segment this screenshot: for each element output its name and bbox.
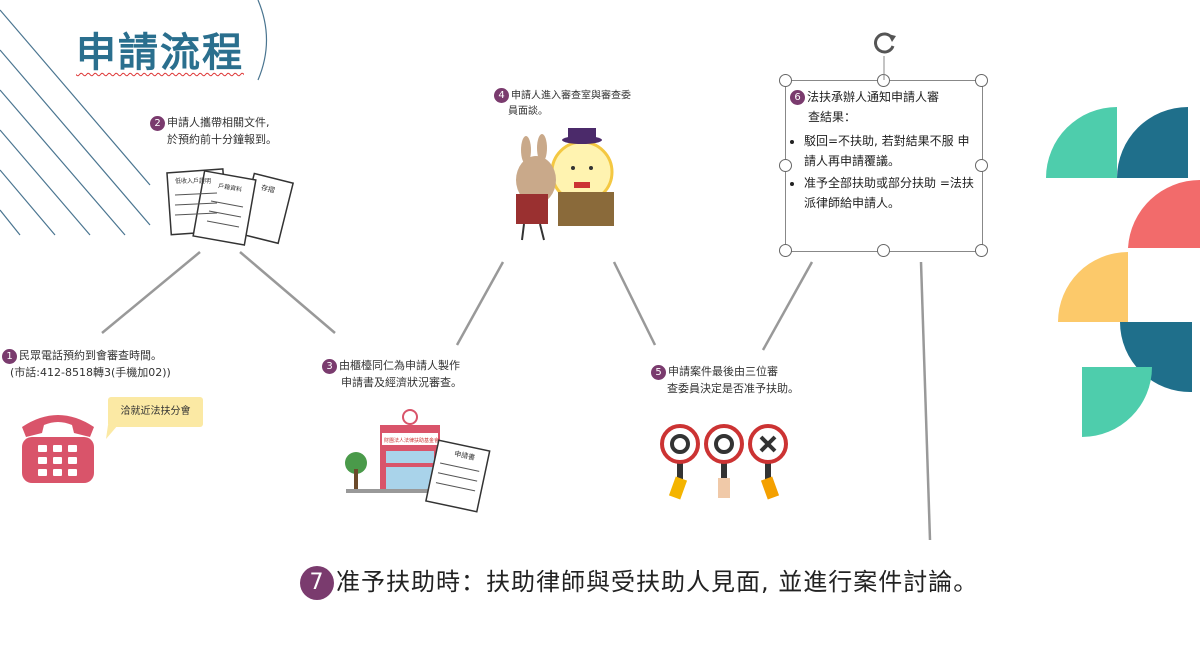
step-1-badge: 1	[2, 348, 17, 364]
interview-illustration	[516, 128, 614, 241]
diagonal-stripes	[0, 9, 151, 236]
step-5-badge: 5	[651, 364, 666, 380]
step-6-heading-1: 法扶承辦人通知申請人審	[807, 90, 940, 104]
step-1-line-2: (市話:412-8518轉3(手機加02))	[10, 366, 171, 379]
step-6-heading-2: 查結果：	[808, 110, 857, 124]
step-3-line-2: 申請書及經濟狀況審查。	[341, 376, 462, 389]
connectors	[101, 251, 932, 541]
phone-speech-bubble: 洽就近法扶分會	[108, 397, 203, 427]
phone-icon	[22, 415, 94, 483]
page-title: 申請流程	[76, 30, 244, 76]
step-6-bullets: 駁回=不扶助, 若對結果不服 申請人再申請覆議。 准予全部扶助或部分扶助 =法扶…	[790, 131, 978, 213]
step-5-line-2: 查委員決定是否准予扶助。	[667, 382, 799, 395]
step-6-bullet-1: 駁回=不扶助, 若對結果不服 申請人再申請覆議。	[804, 131, 978, 171]
resize-handle-br[interactable]	[975, 244, 988, 257]
step-7-text: 准予扶助時：扶助律師與受扶助人見面, 並進行案件討論。	[336, 568, 979, 596]
step-4-line-2: 員面談。	[508, 105, 548, 117]
step-4-badge: 4	[494, 88, 509, 103]
step-7-badge: 7	[300, 566, 334, 600]
documents-illustration: 低收入戶證明 戶籍資料 存摺	[166, 168, 295, 246]
bubble-tail	[106, 425, 118, 439]
step-2-badge: 2	[150, 115, 165, 131]
right-decor-shapes	[1046, 107, 1200, 437]
step-4-line-1: 申請人進入審查室與審查委	[511, 90, 631, 102]
doc-passbook: 存摺	[260, 183, 276, 195]
resize-handle-bl[interactable]	[779, 244, 792, 257]
step-3-line-1: 由櫃檯同仁為申請人製作	[339, 359, 460, 372]
building-illustration: 財團法人法律扶助基金會 申請書	[345, 409, 491, 513]
step-6-bullet-2: 准予全部扶助或部分扶助 =法扶派律師給申請人。	[804, 173, 978, 213]
doc-low-income: 低收入戶證明	[175, 177, 211, 185]
step-2-line-1: 申請人攜帶相關文件,	[167, 116, 270, 129]
building-sign: 財團法人法律扶助基金會	[384, 437, 439, 444]
resize-handle-bc[interactable]	[877, 244, 890, 257]
rotate-handle-icon[interactable]	[868, 28, 902, 82]
resize-handle-tr[interactable]	[975, 74, 988, 87]
step-2-line-2: 於預約前十分鐘報到。	[167, 133, 277, 146]
doc-application: 申請書	[454, 449, 476, 462]
step-5-line-1: 申請案件最後由三位審	[668, 365, 778, 378]
resize-handle-mr[interactable]	[975, 159, 988, 172]
arc-stroke	[257, 0, 268, 81]
step-3-badge: 3	[322, 358, 337, 374]
resize-handle-ml[interactable]	[779, 159, 792, 172]
step-1-line-1: 民眾電話預約到會審查時間。	[19, 349, 162, 362]
resize-handle-tl[interactable]	[779, 74, 792, 87]
step-6-badge: 6	[790, 90, 805, 105]
voting-paddles-illustration	[660, 424, 788, 500]
